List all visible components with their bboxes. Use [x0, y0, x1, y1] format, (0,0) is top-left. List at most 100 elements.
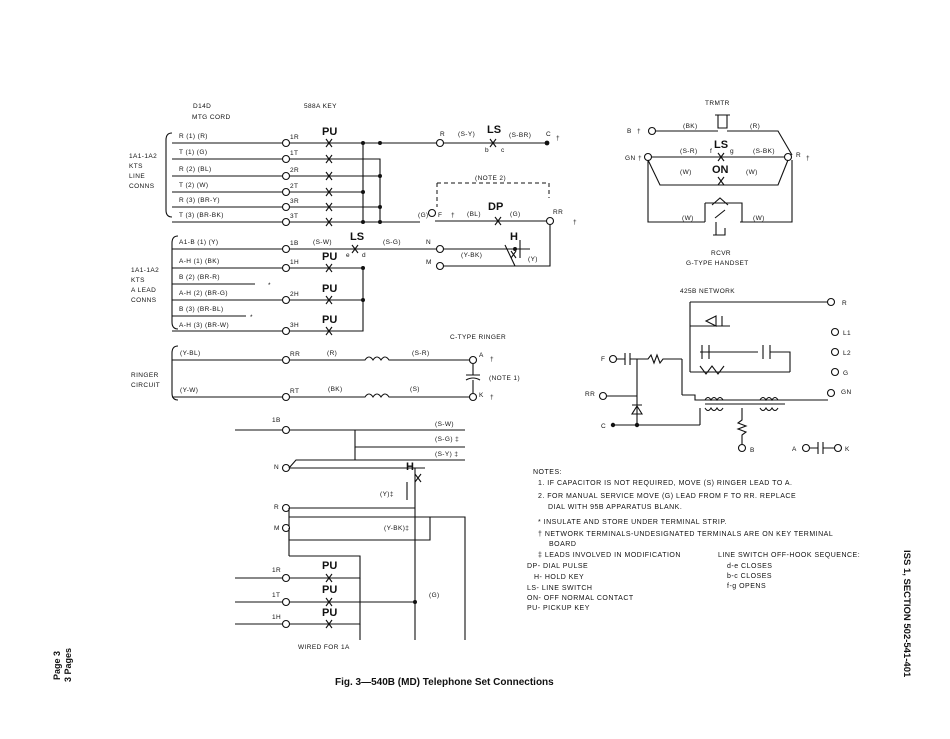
kts-line-label-1: 1A1-1A2	[129, 153, 157, 160]
wire-m: M	[426, 259, 432, 266]
note-ddagger: ‡ LEADS INVOLVED IN MODIFICATION	[538, 552, 681, 559]
wire-n: N	[426, 239, 431, 246]
wire-bl: (BL)	[467, 211, 481, 218]
kts-a-label-4: CONNS	[131, 297, 157, 304]
kts-a-label-1: 1A1-1A2	[131, 267, 159, 274]
cord-lead: B (3) (BR-BL)	[179, 306, 224, 313]
net-l1: L1	[843, 330, 851, 337]
dagger: †	[490, 356, 494, 363]
lower-m: M	[274, 525, 280, 532]
star: *	[250, 314, 253, 321]
hs-g: g	[730, 148, 734, 155]
seq-title: LINE SWITCH OFF-HOOK SEQUENCE:	[718, 552, 860, 559]
hs-r: (R)	[750, 123, 760, 130]
section-header: ISS 1, SECTION 502-541-401	[901, 550, 912, 678]
hs-w3: (W)	[682, 215, 694, 222]
lower-ih: 1H	[272, 614, 281, 621]
ringer-lead: (Y-W)	[180, 387, 198, 394]
seq-2: b-c CLOSES	[727, 573, 772, 580]
pu-label: PU	[322, 560, 337, 572]
pu-label: PU	[322, 314, 337, 326]
trmtr-label: TRMTR	[705, 100, 730, 107]
ls-label-top: LS	[487, 124, 501, 136]
net-f: F	[601, 356, 605, 363]
ls-label-hs: LS	[714, 139, 728, 151]
mtg-cord-label: MTG CORD	[192, 114, 231, 121]
ringer-lead: (Y-BL)	[180, 350, 201, 357]
net-a: A	[792, 446, 797, 453]
note2-dashed	[436, 182, 550, 207]
seq-1: d-e CLOSES	[727, 563, 772, 570]
lower-sy: (S-Y) ‡	[435, 451, 458, 458]
lower-sw: (S-W)	[435, 421, 454, 428]
key-term: 1T	[290, 150, 298, 157]
wire-sbr: (S-BR)	[509, 132, 531, 139]
lower-ir: 1R	[272, 567, 281, 574]
hs-w2: (W)	[746, 169, 758, 176]
hs-rr: R	[796, 152, 801, 159]
wire-a: A	[479, 352, 484, 359]
dagger: †	[490, 394, 494, 401]
kts-a-label-3: A LEAD	[131, 287, 156, 294]
note-h: H- HOLD KEY	[534, 574, 584, 581]
kts-line-label-3: LINE	[129, 173, 145, 180]
net-k: K	[845, 446, 850, 453]
wire-ybk: (Y-BK)	[461, 252, 482, 259]
net-g: G	[843, 370, 848, 377]
cord-lead: R (3) (BR-Y)	[179, 197, 220, 204]
ringer-term: RR	[290, 351, 300, 358]
wire-g: (G)	[418, 212, 429, 219]
pu-label: PU	[322, 283, 337, 295]
lower-ybk: (Y-BK)‡	[384, 525, 409, 532]
line-conns-bracket	[165, 132, 173, 218]
hs-bk: (BK)	[683, 123, 698, 130]
wire-y: (Y)	[528, 256, 538, 263]
page-count: 3 Pages	[63, 647, 73, 682]
note-on: ON- OFF NORMAL CONTACT	[527, 595, 634, 602]
star: *	[268, 282, 271, 289]
note1-label: (NOTE 1)	[489, 375, 520, 382]
key-term: 3T	[290, 213, 298, 220]
wire-f: F	[438, 212, 442, 219]
net-gn: GN	[841, 389, 852, 396]
cord-lead: T (3) (BR-BK)	[179, 212, 224, 219]
receiver-icon	[704, 197, 743, 222]
lower-g: (G)	[429, 592, 440, 599]
wire-c: C	[546, 131, 551, 138]
pu-label: PU	[322, 126, 337, 138]
cord-lead: A-H (3) (BR-W)	[179, 322, 229, 329]
wire-sg: (S-G)	[383, 239, 401, 246]
key-term: 3H	[290, 322, 299, 329]
rcvr-label: RCVR	[711, 250, 731, 257]
dagger: †	[556, 135, 560, 142]
wire-bk: (BK)	[328, 386, 343, 393]
key-term: 1R	[290, 134, 299, 141]
cord-lead: A1-B (1) (Y)	[179, 239, 218, 246]
wire-gg: (G)	[510, 211, 521, 218]
note-dagger-b: BOARD	[549, 541, 576, 548]
wired-for-1a: WIRED FOR 1A	[298, 644, 350, 651]
net-c: C	[601, 423, 606, 430]
ctype-label: C-TYPE RINGER	[450, 334, 506, 341]
cord-lead: T (2) (W)	[179, 182, 208, 189]
kts-line-label-4: CONNS	[129, 183, 155, 190]
on-label: ON	[712, 164, 729, 176]
ringer-term: RT	[290, 388, 299, 395]
dagger: †	[451, 212, 455, 219]
cord-lead: A-H (2) (BR-G)	[179, 290, 228, 297]
hs-gn: GN	[625, 155, 636, 162]
h-label: H	[510, 231, 518, 243]
key-term: 2R	[290, 167, 299, 174]
key-term: 2H	[290, 291, 299, 298]
wire-rr: RR	[553, 209, 563, 216]
dagger: †	[637, 128, 641, 135]
note2-label: (NOTE 2)	[475, 175, 506, 182]
wire-k: K	[479, 392, 484, 399]
key-term: 1H	[290, 259, 299, 266]
d14d-label: D14D	[193, 103, 211, 110]
note-star: * INSULATE AND STORE UNDER TERMINAL STRI…	[538, 519, 727, 526]
lower-it: 1T	[272, 592, 280, 599]
cord-lead: T (1) (G)	[179, 149, 207, 156]
wire-d: d	[362, 252, 366, 259]
